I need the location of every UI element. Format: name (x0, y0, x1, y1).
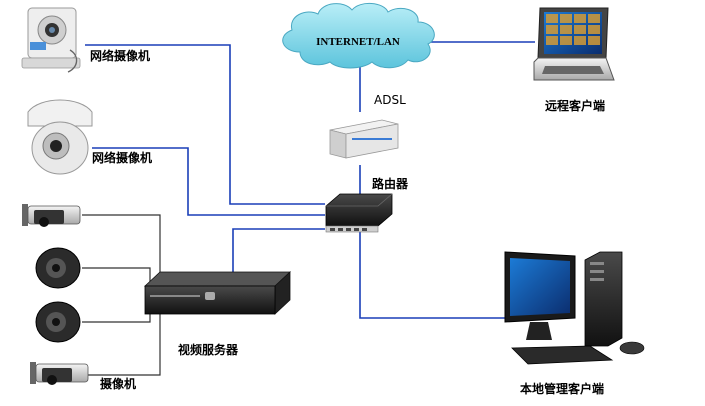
network-lines (85, 41, 535, 319)
adsl-label: ADSL (374, 93, 406, 107)
router-label: 路由器 (372, 176, 409, 191)
line-cam2-switch (92, 147, 325, 216)
analog-cameras-label: 摄像机 (100, 376, 136, 391)
bullet-camera-4-icon (30, 362, 89, 385)
line-acam2-server (82, 267, 151, 285)
adsl-modem-icon (329, 119, 399, 159)
network-camera-2-label: 网络摄像机 (92, 150, 152, 165)
dome-camera-2-icon (35, 247, 81, 289)
video-server-label: 视频服务器 (178, 342, 239, 357)
network-camera-1-icon (21, 7, 81, 73)
local-desktop-icon (504, 251, 645, 365)
bullet-camera-1-icon (22, 204, 81, 227)
cloud-label: INTERNET/LAN (316, 36, 400, 48)
line-cam1-switch (85, 44, 325, 205)
dome-camera-3-icon (35, 301, 81, 343)
analog-lines (82, 214, 161, 376)
network-camera-1-label: 网络摄像机 (90, 48, 150, 63)
line-server-switch (232, 228, 325, 272)
line-acam4-server (82, 308, 161, 376)
remote-client-label: 远程客户端 (545, 98, 605, 113)
line-acam3-server (82, 302, 151, 323)
line-acam1-server (82, 214, 161, 280)
line-switch-local (359, 232, 505, 319)
video-server-icon (143, 271, 292, 315)
remote-laptop-icon (533, 7, 615, 81)
cloud-icon (282, 3, 435, 69)
local-client-label: 本地管理客户端 (520, 381, 604, 396)
network-camera-2-icon (27, 99, 93, 175)
router-switch-icon (325, 193, 393, 233)
